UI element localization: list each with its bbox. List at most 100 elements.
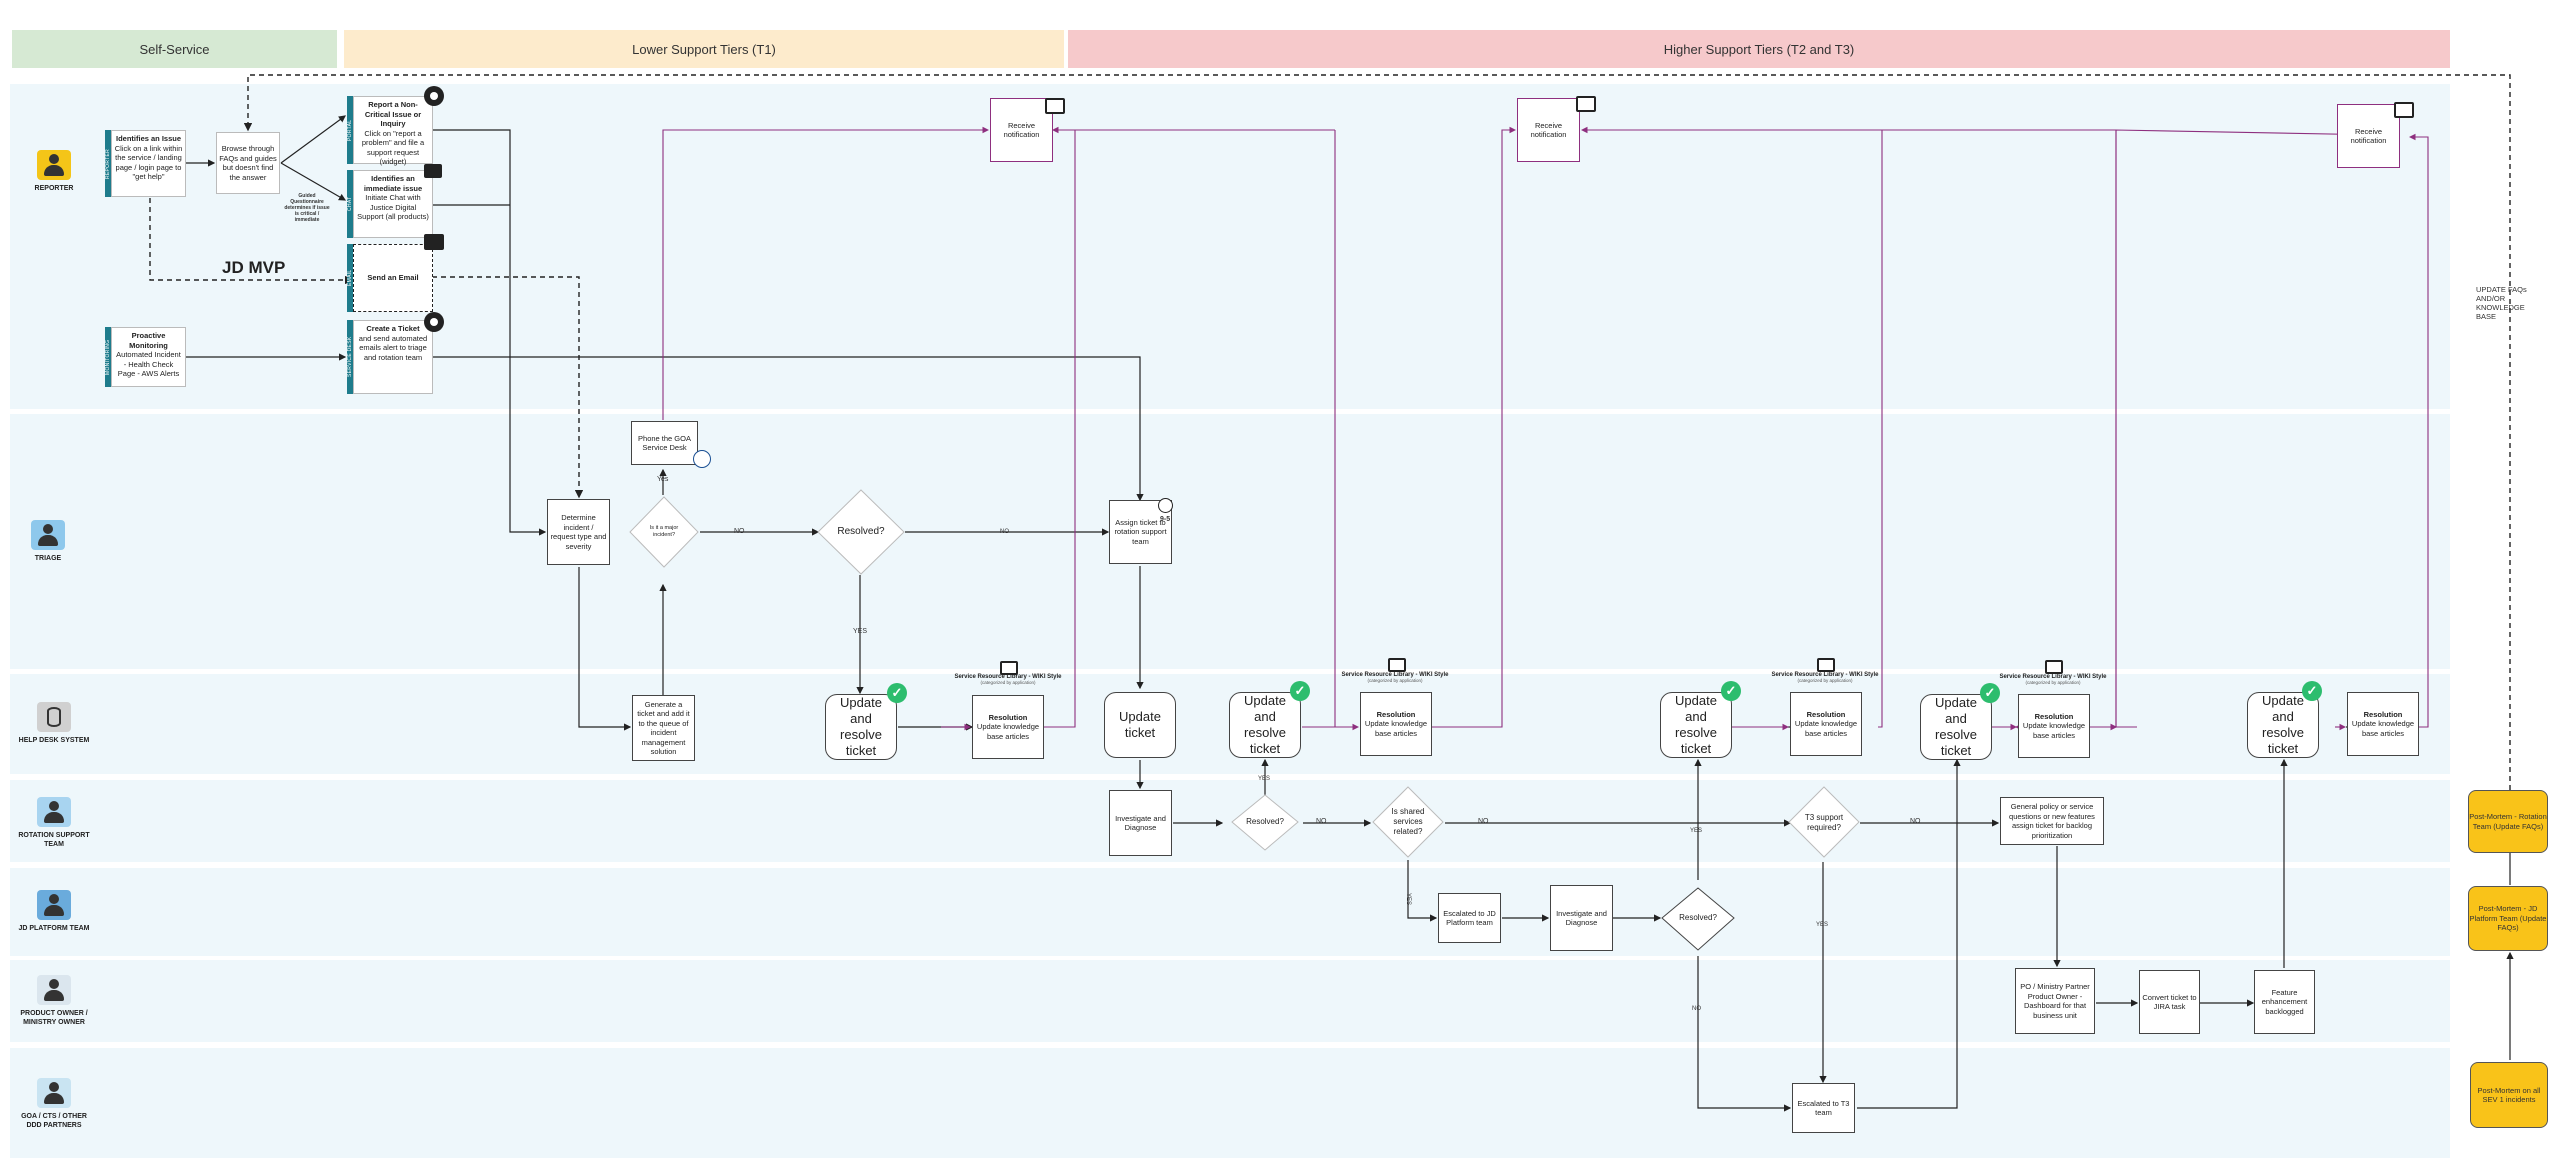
book-icon bbox=[1817, 658, 1835, 672]
postmortem-all-box[interactable]: Post-Mortem on all SEV 1 incidents bbox=[2470, 1062, 2548, 1128]
feature-backlog-box[interactable]: Feature enhancement backlogged bbox=[2254, 970, 2315, 1034]
receive-notification-3: Receive notification bbox=[2337, 104, 2400, 168]
escalated-t3-box[interactable]: Escalated to T3 team bbox=[1792, 1083, 1855, 1133]
no-label-3: NO bbox=[1316, 818, 1327, 825]
wiki-label-3: Service Resource Library - WIKI Style(ca… bbox=[1760, 672, 1890, 683]
yes-label-phone: Yes bbox=[657, 476, 669, 483]
role-product-label: PRODUCT OWNER / MINISTRY OWNER bbox=[20, 1010, 88, 1026]
yes-label-1: YES bbox=[853, 628, 868, 635]
resolution-4-body: Update knowledge base articles bbox=[2022, 721, 2086, 740]
determine-incident-box[interactable]: Determine incident / request type and se… bbox=[547, 499, 610, 565]
convert-jira-box[interactable]: Convert ticket to JIRA task bbox=[2139, 970, 2200, 1034]
book-icon bbox=[1388, 658, 1406, 672]
postmortem-platform-box[interactable]: Post-Mortem - JD Platform Team (Update F… bbox=[2468, 886, 2548, 951]
browse-faq-box[interactable]: Browse through FAQs and guides but doesn… bbox=[216, 132, 280, 194]
postmortem-platform-label: Post-Mortem - JD Platform Team (Update F… bbox=[2469, 904, 2547, 933]
resolved-1-label: Resolved? bbox=[837, 526, 885, 537]
wiki-2-sub: (categorized by application) bbox=[1367, 678, 1423, 683]
envelope-icon bbox=[2394, 102, 2414, 118]
update-resolve-ticket-3[interactable]: Update and resolve ticket bbox=[1660, 692, 1732, 758]
escalated-jd-label: Escalated to JD Platform team bbox=[1443, 908, 1496, 928]
resolution-3-body: Update knowledge base articles bbox=[1794, 719, 1858, 738]
role-reporter-label: REPORTER bbox=[34, 185, 74, 192]
phone-desk-box[interactable]: Phone the GOA Service Desk bbox=[631, 421, 698, 465]
lane-platform bbox=[10, 868, 2450, 956]
create-ticket-body: and send automated emails alert to triag… bbox=[358, 333, 428, 362]
gear-icon bbox=[424, 312, 444, 332]
update-resolve-5-label: Update and resolve ticket bbox=[2262, 693, 2304, 756]
update-resolve-ticket-1[interactable]: Update and resolve ticket bbox=[825, 694, 897, 760]
investigate-1-label: Investigate and Diagnose bbox=[1115, 813, 1166, 833]
no-label-2: NO bbox=[1000, 529, 1009, 535]
immediate-issue-title: Identifies an immediate issue bbox=[363, 174, 423, 193]
postmortem-rotation-label: Post-Mortem - Rotation Team (Update FAQs… bbox=[2469, 812, 2547, 831]
resolved-diamond-3 bbox=[1661, 887, 1735, 951]
update-resolve-ticket-5[interactable]: Update and resolve ticket bbox=[2247, 692, 2319, 758]
update-ticket-box[interactable]: Update ticket bbox=[1104, 692, 1176, 758]
tier-self-service-label: Self-Service bbox=[139, 41, 210, 57]
tier-lower-label: Lower Support Tiers (T1) bbox=[632, 41, 776, 57]
resolved-3-label: Resolved? bbox=[1679, 913, 1717, 922]
resolution-5-title: Resolution bbox=[2363, 709, 2403, 719]
product-avatar-icon bbox=[37, 975, 71, 1005]
lifebuoy-icon bbox=[424, 86, 444, 106]
investigate-diagnose-1[interactable]: Investigate and Diagnose bbox=[1109, 790, 1172, 856]
role-helpdesk-label: HELP DESK SYSTEM bbox=[18, 737, 90, 744]
wiki-3-sub: (categorized by application) bbox=[1797, 678, 1853, 683]
major-incident-diamond bbox=[629, 496, 699, 568]
no-label-1: NO bbox=[734, 528, 745, 535]
send-email-box[interactable]: Send an Email bbox=[353, 244, 433, 312]
lane-triage bbox=[10, 414, 2450, 669]
send-email-label: Send an Email bbox=[367, 273, 419, 283]
checkmark-icon: ✓ bbox=[1980, 683, 2000, 703]
receive-notification-3-label: Receive notification bbox=[2350, 126, 2387, 146]
resolution-1-body: Update knowledge base articles bbox=[976, 722, 1040, 741]
resolution-1-title: Resolution bbox=[988, 712, 1028, 722]
receive-notification-1-label: Receive notification bbox=[1003, 120, 1040, 140]
platform-avatar-icon bbox=[37, 890, 71, 920]
major-incident-label: Is it a major incident? bbox=[649, 525, 679, 538]
resolution-2-body: Update knowledge base articles bbox=[1364, 719, 1428, 738]
report-issue-box[interactable]: Report a Non-Critical Issue or Inquiry C… bbox=[353, 96, 433, 167]
resolution-3-title: Resolution bbox=[1806, 709, 1846, 719]
checkmark-icon: ✓ bbox=[1290, 681, 1310, 701]
identifies-issue-box[interactable]: Identifies an Issue Click on a link with… bbox=[111, 130, 186, 197]
lane-partners bbox=[10, 1048, 2450, 1158]
escalated-jd-box[interactable]: Escalated to JD Platform team bbox=[1438, 893, 1501, 943]
triage-avatar-icon bbox=[31, 520, 65, 550]
create-ticket-title: Create a Ticket bbox=[366, 324, 420, 333]
role-rotation: ROTATION SUPPORT TEAM bbox=[14, 797, 94, 849]
yes-label-2: YES bbox=[1258, 776, 1271, 782]
determine-incident-label: Determine incident / request type and se… bbox=[550, 513, 607, 551]
report-issue-body: Click on "report a problem" and file a s… bbox=[361, 128, 425, 167]
wiki-label-1: Service Resource Library - WIKI Style(ca… bbox=[943, 674, 1073, 685]
investigate-diagnose-2[interactable]: Investigate and Diagnose bbox=[1550, 885, 1613, 951]
resolved-diamond-2 bbox=[1231, 794, 1299, 851]
general-policy-label: General policy or service questions or n… bbox=[2009, 802, 2095, 840]
general-policy-box[interactable]: General policy or service questions or n… bbox=[2000, 797, 2104, 845]
role-helpdesk: HELP DESK SYSTEM bbox=[14, 702, 94, 745]
proactive-monitoring-body: Automated Incident - Health Check Page -… bbox=[116, 350, 181, 378]
update-resolve-2-label: Update and resolve ticket bbox=[1244, 693, 1286, 756]
assign-ticket-label: Assign ticket to rotation support team bbox=[1114, 517, 1167, 546]
resolution-4-title: Resolution bbox=[2034, 711, 2074, 721]
create-ticket-box[interactable]: Create a Ticket and send automated email… bbox=[353, 320, 433, 394]
immediate-issue-box[interactable]: Identifies an immediate issue Initiate C… bbox=[353, 170, 433, 238]
po-dashboard-box[interactable]: PO / Ministry Partner Product Owner - Da… bbox=[2015, 968, 2095, 1034]
phone-desk-label: Phone the GOA Service Desk bbox=[638, 433, 691, 453]
role-reporter: REPORTER bbox=[14, 150, 94, 193]
postmortem-rotation-box[interactable]: Post-Mortem - Rotation Team (Update FAQs… bbox=[2468, 790, 2548, 853]
update-resolve-ticket-4[interactable]: Update and resolve ticket bbox=[1920, 694, 1992, 760]
proactive-monitoring-box[interactable]: Proactive Monitoring Automated Incident … bbox=[111, 327, 186, 387]
envelope-icon bbox=[1576, 96, 1596, 112]
identifies-issue-title: Identifies an Issue bbox=[115, 134, 182, 143]
generate-ticket-box[interactable]: Generate a ticket and add it to the queu… bbox=[632, 695, 695, 761]
update-resolve-ticket-2[interactable]: Update and resolve ticket bbox=[1229, 692, 1301, 758]
escalated-t3-label: Escalated to T3 team bbox=[1797, 1098, 1850, 1118]
resolved-2-label: Resolved? bbox=[1246, 817, 1284, 826]
